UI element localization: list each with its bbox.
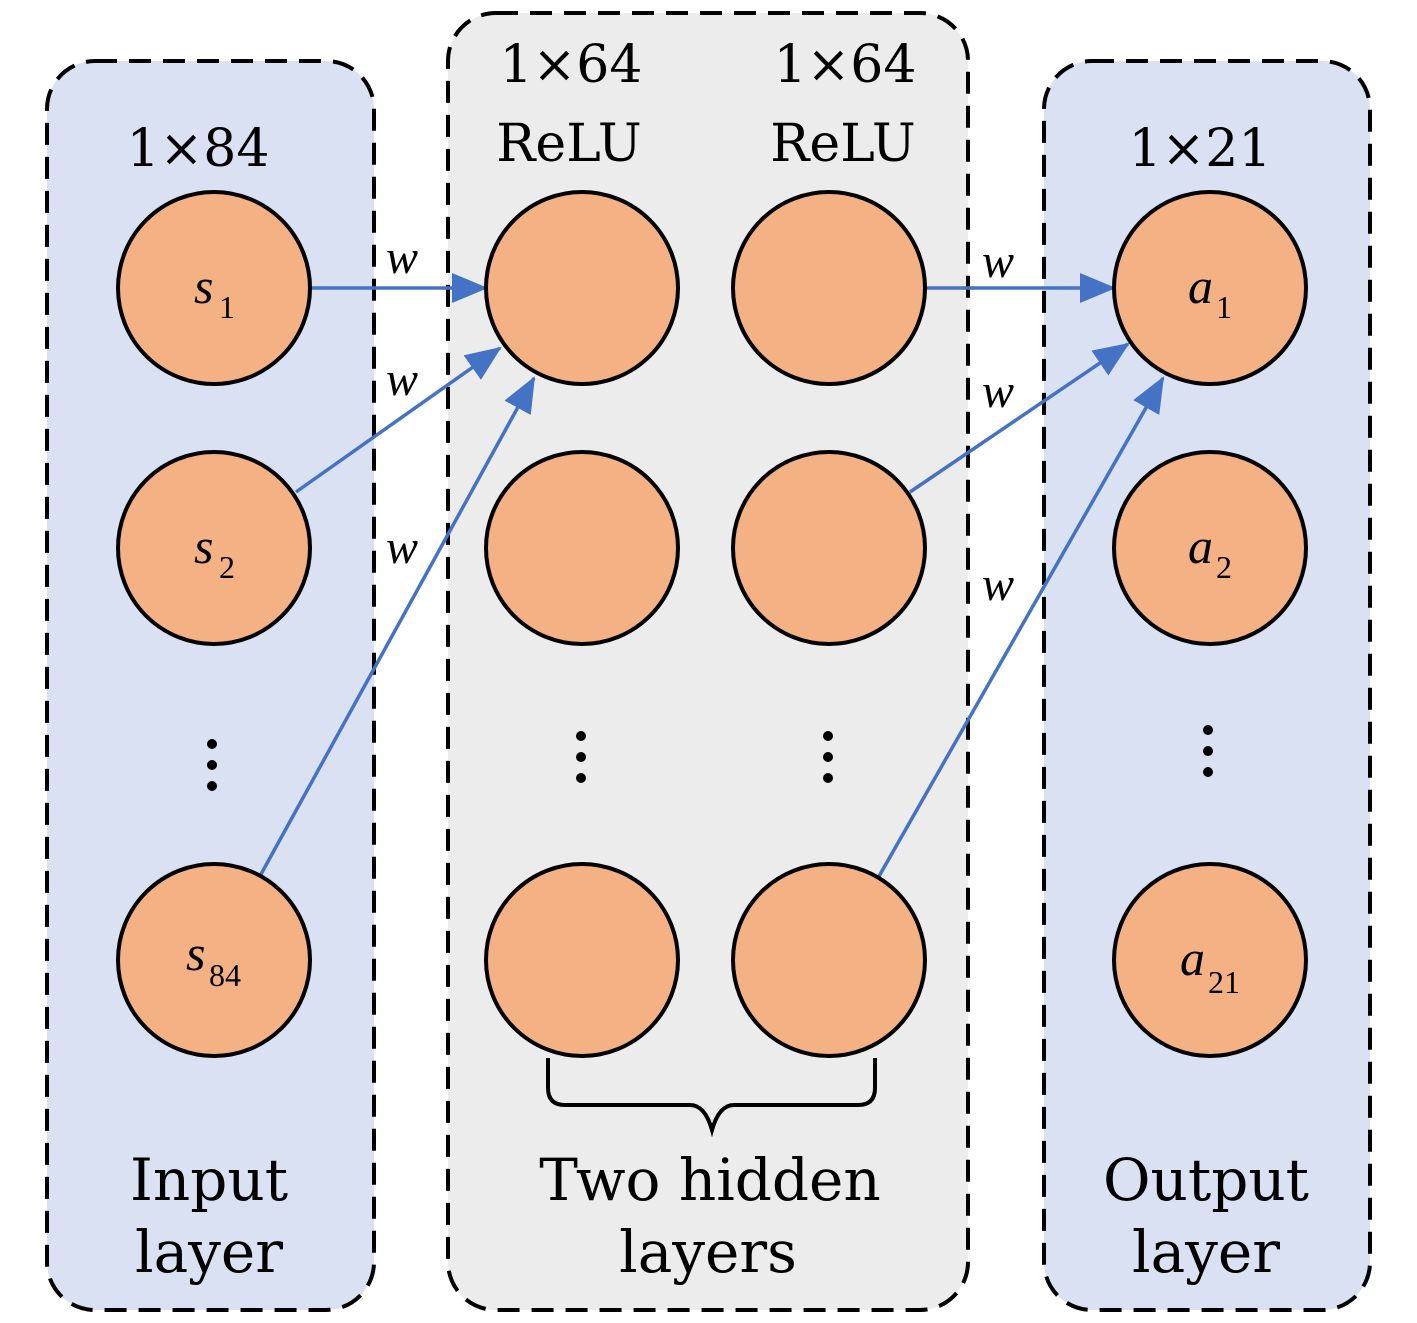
- svg-text:1: 1: [1216, 289, 1232, 325]
- input-layer-name: Input: [130, 1146, 288, 1214]
- output-node-a21: a 21: [1112, 862, 1308, 1058]
- hidden1-ellipsis-icon: [576, 731, 586, 783]
- input-ellipsis-icon: [207, 739, 217, 791]
- output-node-a2: a 2: [1112, 450, 1308, 646]
- hidden2-ellipsis-icon: [823, 731, 833, 783]
- hidden2-node: [731, 450, 927, 646]
- input-node-s1: s 1: [116, 190, 312, 386]
- input-node-s2: s 2: [116, 450, 312, 646]
- weight-label: w: [982, 558, 1014, 611]
- weight-label: w: [386, 231, 418, 284]
- hidden1-node: [484, 862, 680, 1058]
- svg-text:s: s: [194, 518, 213, 574]
- hidden2-node: [731, 190, 927, 386]
- hidden-layers-name: Two hidden: [539, 1146, 880, 1214]
- svg-text:s: s: [186, 925, 205, 981]
- hidden2-size-label: 1×64: [774, 35, 917, 95]
- output-node-a1: a 1: [1112, 190, 1308, 386]
- output-ellipsis-icon: [1203, 725, 1213, 777]
- weight-label: w: [982, 365, 1014, 418]
- hidden1-node: [484, 450, 680, 646]
- hidden-layers-name: layers: [619, 1218, 797, 1286]
- svg-text:s: s: [194, 258, 213, 314]
- input-node-s84: s 84: [116, 862, 312, 1058]
- weight-label: w: [386, 353, 418, 406]
- edge-h2n-a1: [876, 376, 1165, 879]
- hidden1-size-label: 1×64: [500, 35, 643, 95]
- edge-s2-h1: [294, 346, 502, 494]
- svg-text:2: 2: [219, 549, 235, 585]
- output-layer-name: layer: [1132, 1218, 1280, 1286]
- svg-text:1: 1: [219, 289, 235, 325]
- weight-label: w: [386, 521, 418, 574]
- input-layer-name: layer: [135, 1218, 283, 1286]
- edge-s84-h1: [258, 376, 536, 877]
- output-size-label: 1×21: [1129, 119, 1272, 179]
- hidden1-node: [484, 190, 680, 386]
- weight-label: w: [982, 235, 1014, 288]
- hidden2-node: [731, 862, 927, 1058]
- input-size-label: 1×84: [127, 119, 270, 179]
- edge-h2b-a1: [909, 342, 1130, 494]
- svg-text:a: a: [1188, 518, 1213, 574]
- output-layer-name: Output: [1103, 1146, 1309, 1214]
- hidden1-activation-label: ReLU: [496, 114, 641, 174]
- svg-text:a: a: [1180, 930, 1205, 986]
- svg-text:2: 2: [1216, 549, 1232, 585]
- hidden-layers-brace-icon: [546, 1058, 877, 1138]
- svg-text:a: a: [1188, 258, 1213, 314]
- svg-text:84: 84: [209, 957, 241, 993]
- svg-text:21: 21: [1208, 964, 1240, 1000]
- hidden2-activation-label: ReLU: [770, 114, 915, 174]
